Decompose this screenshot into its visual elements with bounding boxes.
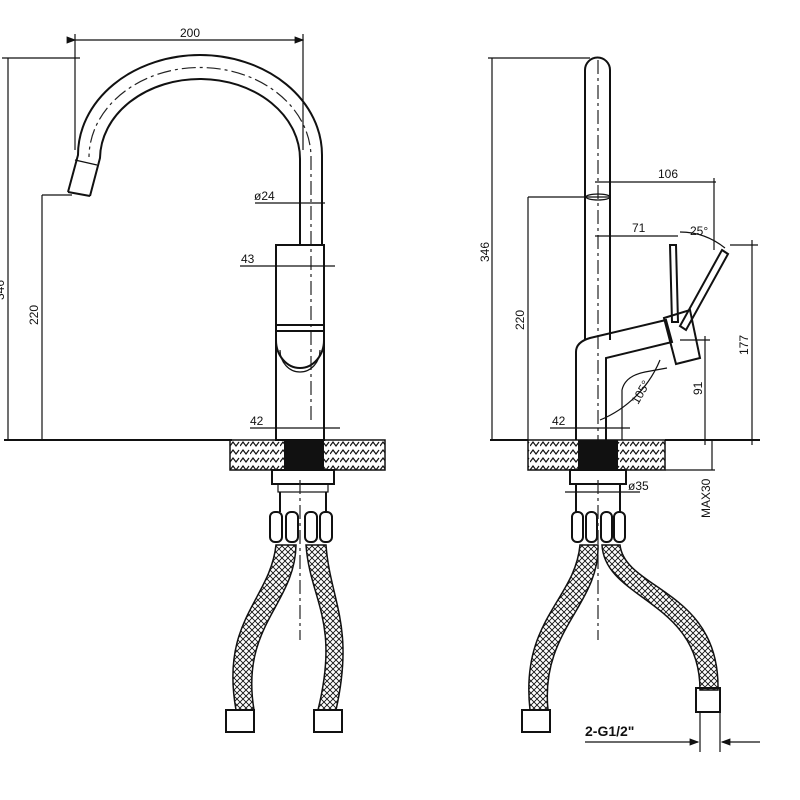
dim-346-front: 346 (0, 280, 7, 300)
dim-max30: MAX30 (699, 478, 713, 518)
dim-220-side: 220 (513, 310, 527, 330)
faucet-body (275, 244, 325, 441)
hose-side-left (528, 544, 599, 711)
front-view: 200 346 220 ø24 43 42 (0, 26, 386, 733)
dim-106: 106 (658, 167, 678, 181)
spout-inner (89, 78, 302, 245)
dim-43: 43 (241, 252, 255, 266)
spout-outer (67, 54, 323, 245)
dim-91: 91 (691, 381, 705, 395)
dim-42-side: 42 (552, 414, 566, 428)
dim-25deg: 25° (690, 224, 708, 238)
dim-177: 177 (737, 335, 751, 355)
dim-200: 200 (180, 26, 200, 40)
hose-right (305, 544, 344, 711)
side-view: 346 220 106 71 25° 177 91 105° 42 MAX30 … (478, 56, 760, 752)
hose-left (232, 544, 297, 711)
dim-220-front: 220 (27, 305, 41, 325)
hose-side-right (601, 544, 719, 691)
dim-dia24: ø24 (254, 189, 275, 203)
side-spout (584, 56, 611, 340)
dim-42-front: 42 (250, 414, 264, 428)
dim-346-side: 346 (478, 242, 492, 262)
dim-dia35: ø35 (628, 479, 649, 493)
dim-105deg: 105° (628, 378, 653, 407)
dim-71: 71 (632, 221, 646, 235)
connection-label: 2-G1/2" (585, 723, 634, 739)
